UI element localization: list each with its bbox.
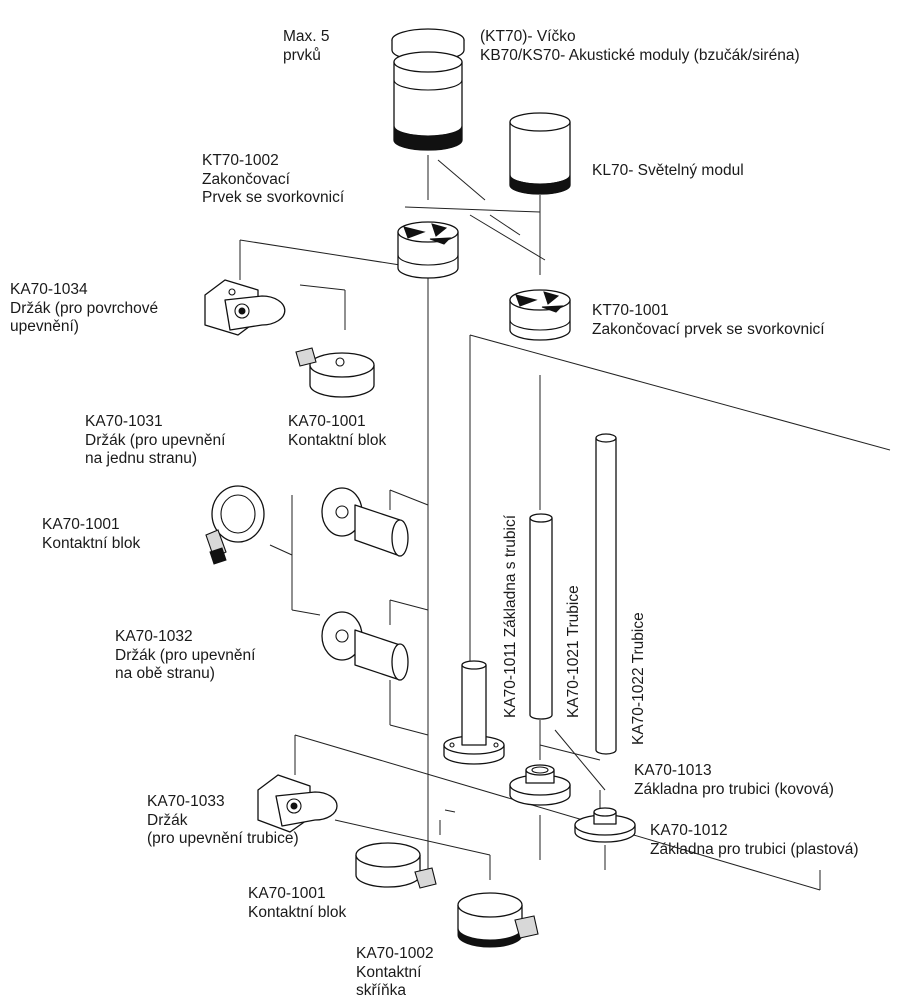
label-ka70-1013: KA70-1013 Základna pro trubici (kovová) (634, 762, 834, 799)
label-ka70-1031: KA70-1031 Držák (pro upevnění na jednu s… (85, 413, 225, 469)
base-with-tube-1011 (443, 660, 505, 765)
surface-bracket-1034 (204, 279, 286, 336)
label-line: KA70-1033 (147, 793, 225, 810)
label-line: upevnění) (10, 318, 79, 335)
label-line: KA70-1012 (650, 822, 728, 839)
label-line: KA70-1001 (42, 516, 120, 533)
label-line: Držák (pro upevnění (85, 431, 226, 449)
label-ka70-1022: KA70-1022 Trubice (630, 612, 647, 745)
label-ka70-1002: KA70-1002 Kontaktní skříňka (356, 945, 434, 1001)
label-line: Držák (147, 811, 188, 829)
label-line: Zakončovací prvek se svorkovnicí (592, 320, 825, 338)
connection-lines (239, 155, 891, 891)
label-ka70-1001-top: KA70-1001 Kontaktní blok (288, 413, 386, 450)
label-kt70-1001: KT70-1001 Zakončovací prvek se svorkovni… (592, 302, 825, 339)
label-ka70-1001-left: KA70-1001 Kontaktní blok (42, 516, 140, 553)
label-line: Základna pro trubici (plastová) (650, 840, 859, 858)
label-line: KB70/KS70- Akustické moduly (bzučák/siré… (480, 46, 800, 64)
label-line: KA70-1001 (288, 413, 366, 430)
acoustic-module (393, 51, 463, 151)
label-line: Základna pro trubici (kovová) (634, 780, 834, 798)
contact-box-1002 (457, 892, 539, 948)
terminal-element-1002 (397, 221, 459, 279)
contact-block-b (205, 485, 265, 565)
label-line: prvků (283, 46, 321, 64)
contact-block-c (355, 842, 437, 889)
label-line: Prvek se svorkovnicí (202, 189, 345, 206)
label-line: skříňka (356, 982, 406, 999)
bracket-1032 (321, 611, 409, 681)
label-ka70-1032: KA70-1032 Držák (pro upevnění na obě str… (115, 628, 255, 684)
tube-1021 (529, 513, 553, 720)
label-ka70-1033: KA70-1033 Držák (pro upevnění trubice) (147, 793, 299, 849)
label-line: na obě stranu) (115, 665, 215, 682)
label-line: Kontaktní blok (42, 534, 141, 552)
label-line: KL70- Světelný modul (592, 162, 744, 179)
label-line: KA70-1013 (634, 762, 712, 779)
label-kt70-1002: KT70-1002 Zakončovací Prvek se svorkovni… (202, 152, 344, 208)
label-line: Zakončovací (202, 170, 290, 188)
label-line: (pro upevnění trubice) (147, 830, 299, 847)
label-line: KT70-1001 (592, 302, 669, 319)
label-line: Max. 5 (283, 28, 330, 45)
label-ka70-1001-bottom: KA70-1001 Kontaktní blok (248, 885, 346, 922)
label-line: KT70-1002 (202, 152, 279, 169)
label-light-module: KL70- Světelný modul (592, 162, 744, 181)
label-ka70-1021: KA70-1021 Trubice (565, 585, 582, 718)
label-line: (KT70)- Víčko (480, 28, 576, 45)
label-line: KA70-1031 (85, 413, 163, 430)
tube-bracket-1033 (257, 774, 338, 833)
metal-base-1013 (509, 764, 571, 806)
label-line: KA70-1032 (115, 628, 193, 645)
label-line: Držák (pro upevnění (115, 646, 256, 664)
plastic-base-1012 (574, 807, 636, 843)
label-ka70-1011: KA70-1011 Základna s trubicí (502, 514, 519, 718)
label-ka70-1034: KA70-1034 Držák (pro povrchové upevnění) (10, 281, 158, 337)
light-module (509, 112, 571, 195)
tube-1022 (595, 433, 617, 755)
label-line: KA70-1002 (356, 945, 434, 962)
terminal-element-1001 (509, 289, 571, 341)
label-line: KA70-1001 (248, 885, 326, 902)
bracket-1031 (321, 487, 409, 557)
label-cap-acoustic: (KT70)- Víčko KB70/KS70- Akustické modul… (480, 28, 800, 65)
label-line: na jednu stranu) (85, 450, 198, 467)
label-line: KA70-1034 (10, 281, 88, 298)
label-line: Kontaktní blok (288, 431, 387, 449)
label-line: Kontaktní (356, 963, 422, 981)
label-line: Kontaktní blok (248, 903, 347, 921)
label-max-elements: Max. 5 prvků (283, 28, 330, 65)
label-line: Držák (pro povrchové (10, 299, 159, 317)
contact-block-a (295, 347, 375, 398)
label-ka70-1012: KA70-1012 Základna pro trubici (plastová… (650, 822, 859, 859)
